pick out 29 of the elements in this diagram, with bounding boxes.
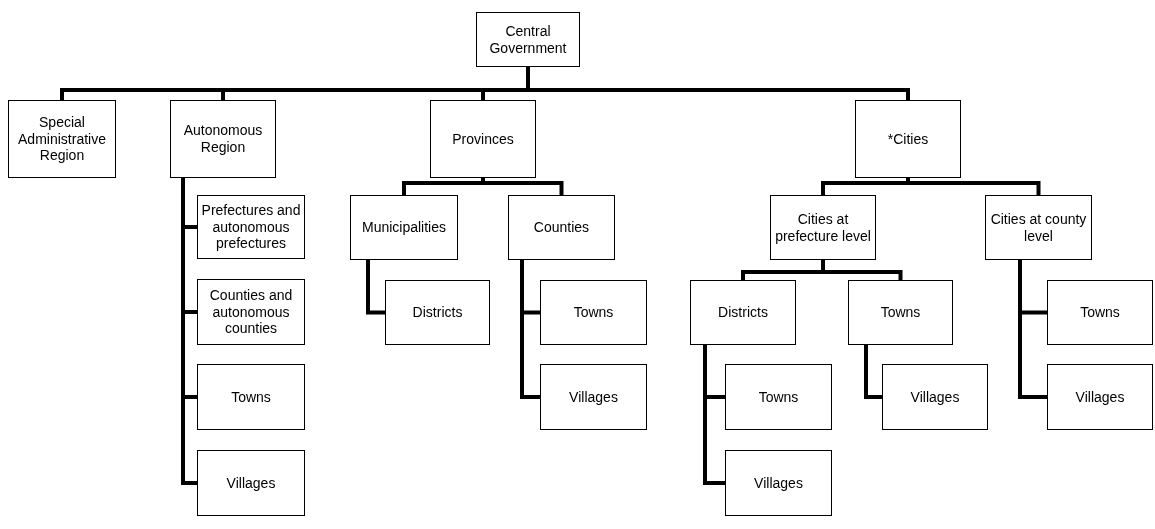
org-box: Counties (508, 195, 615, 260)
org-box: Prefectures and autonomous prefectures (197, 195, 305, 259)
org-box: Towns (725, 364, 832, 430)
org-box: Villages (197, 450, 305, 516)
org-box: Towns (1047, 280, 1153, 345)
connector-line (864, 345, 882, 399)
org-box: Towns (540, 280, 647, 345)
org-box: Towns (848, 280, 953, 345)
org-box: Counties and autonomous counties (197, 279, 305, 345)
org-box: Cities at county level (985, 195, 1092, 260)
org-box: Cities at prefecture level (770, 195, 876, 260)
org-box: Districts (385, 280, 490, 345)
connector-line (821, 260, 903, 280)
connector-line (366, 260, 385, 315)
connector-line (1018, 260, 1047, 399)
org-box: Provinces (430, 100, 536, 178)
org-box: Central Government (476, 12, 580, 67)
org-box: Autonomous Region (170, 100, 276, 178)
org-box: Towns (197, 364, 305, 430)
org-box: Villages (540, 364, 647, 430)
org-box: Districts (690, 280, 796, 345)
connector-line (520, 260, 540, 399)
org-box: Villages (725, 450, 832, 516)
org-box: *Cities (855, 100, 961, 178)
org-box: Villages (882, 364, 988, 430)
connector-line (526, 67, 910, 100)
org-box: Special Administrative Region (8, 100, 116, 178)
org-box: Municipalities (350, 195, 458, 260)
org-box: Villages (1047, 364, 1153, 430)
